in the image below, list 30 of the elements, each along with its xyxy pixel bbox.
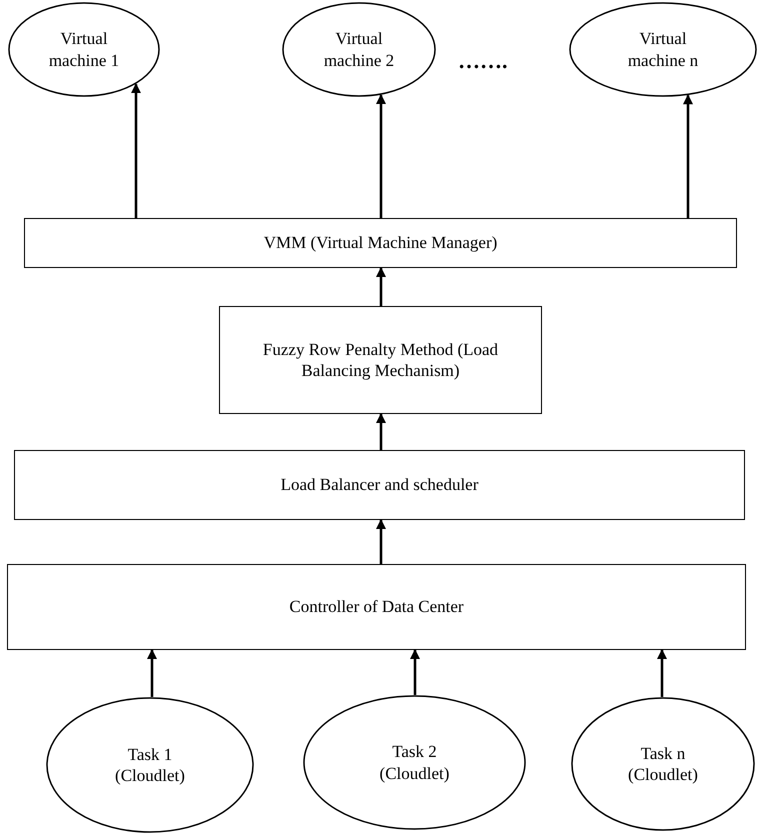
node-label: Controller of Data Center bbox=[288, 596, 465, 618]
arrow bbox=[376, 519, 386, 564]
node-label: VMM (Virtual Machine Manager) bbox=[262, 232, 498, 254]
node-label: Virtual machine 1 bbox=[48, 28, 120, 71]
arrow bbox=[376, 413, 386, 450]
arrow bbox=[376, 94, 386, 218]
ellipsis-dots: ……. bbox=[458, 50, 508, 72]
arrow bbox=[131, 83, 141, 218]
node-label: Task 2 (Cloudlet) bbox=[378, 741, 450, 784]
arrow bbox=[657, 649, 667, 697]
ellipse-node bbox=[303, 695, 526, 830]
ellipse-node bbox=[571, 697, 755, 831]
process-box bbox=[7, 564, 746, 650]
node-label: Virtual machine n bbox=[626, 28, 700, 71]
process-box bbox=[219, 306, 542, 414]
arrow bbox=[410, 649, 420, 695]
node-label: Load Balancer and scheduler bbox=[280, 474, 480, 496]
ellipse-node bbox=[282, 2, 436, 97]
ellipse-node bbox=[46, 697, 254, 833]
node-label: Task 1 (Cloudlet) bbox=[114, 744, 186, 786]
process-box bbox=[24, 218, 737, 268]
node-label: Virtual machine 2 bbox=[322, 28, 396, 71]
ellipse-node bbox=[8, 2, 160, 97]
ellipse-node bbox=[569, 2, 757, 97]
process-box bbox=[14, 450, 745, 520]
arrow bbox=[147, 649, 157, 698]
node-label: Fuzzy Row Penalty Method (Load Balancing Mechanism) bbox=[262, 338, 500, 382]
arrow bbox=[683, 94, 693, 218]
arrow bbox=[376, 267, 386, 306]
node-label: Task n (Cloudlet) bbox=[627, 742, 699, 786]
